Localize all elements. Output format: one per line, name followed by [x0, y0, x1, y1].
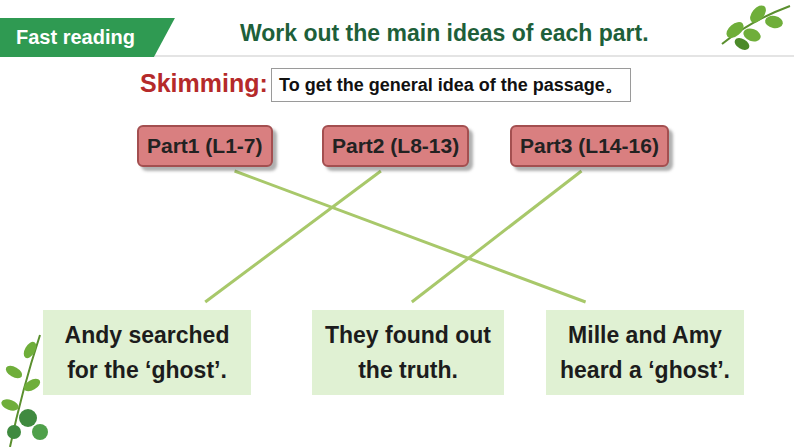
- main-idea-box: Mille and Amy heard a ‘ghost’.: [546, 310, 744, 395]
- box-text: They found out the truth.: [322, 318, 494, 387]
- matching-line: [205, 171, 381, 302]
- definition-box: To get the general idea of the passage。: [271, 68, 631, 102]
- leaf-sprig: [722, 2, 790, 52]
- section-banner: Fast reading: [0, 18, 175, 57]
- part-box: Part1 (L1-7): [137, 125, 273, 167]
- leaf-sprig: [0, 335, 48, 447]
- box-text: Andy searched for the ‘ghost’.: [53, 318, 241, 387]
- box-text: Part1 (L1-7): [147, 134, 263, 158]
- matching-line: [412, 171, 582, 302]
- box-text: To get the general idea of the passage。: [279, 73, 623, 97]
- part-box: Part3 (L14-16): [510, 125, 669, 167]
- box-text: Part3 (L14-16): [520, 134, 659, 158]
- slide-title: Work out the main ideas of each part.: [240, 20, 649, 47]
- main-idea-box: Andy searched for the ‘ghost’.: [43, 310, 251, 395]
- method-label: Skimming:: [140, 69, 268, 98]
- box-text: Part2 (L8-13): [332, 134, 459, 158]
- main-idea-box: They found out the truth.: [312, 310, 504, 395]
- box-text: Mille and Amy heard a ‘ghost’.: [556, 318, 734, 387]
- matching-line: [235, 171, 586, 302]
- box-text: Fast reading: [16, 26, 135, 49]
- part-box: Part2 (L8-13): [322, 125, 469, 167]
